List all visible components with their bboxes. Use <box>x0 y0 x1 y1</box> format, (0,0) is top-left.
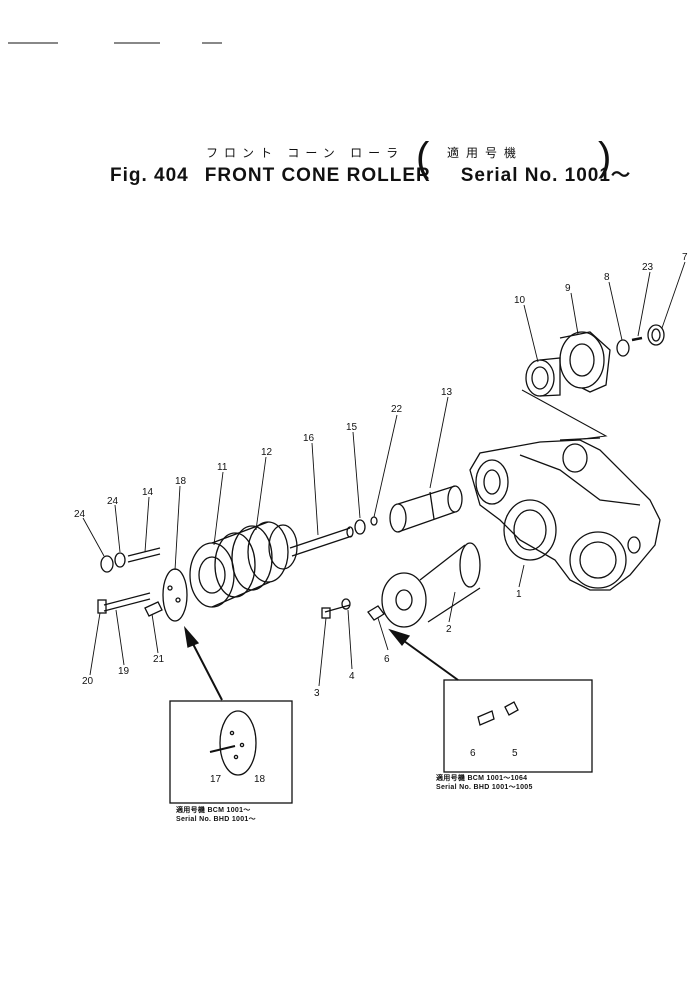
seal-part-9 <box>559 331 611 393</box>
bolt-part-19 <box>97 592 151 614</box>
callout-8: 8 <box>604 272 610 283</box>
callout-13: 13 <box>441 387 453 398</box>
snap-ring-part-7 <box>647 324 665 346</box>
leader-line-housing <box>521 389 608 441</box>
callout-23: 23 <box>642 262 654 273</box>
callout-3: 3 <box>314 688 320 699</box>
title-japanese: フロント コーン ローラ <box>206 146 405 160</box>
inset-box-left <box>169 700 293 804</box>
callout-1: 1 <box>516 589 522 600</box>
oring-part-8 <box>616 339 630 357</box>
nut-part-24b <box>100 555 114 573</box>
pin-part-22 <box>370 516 378 526</box>
inset-fittings <box>477 701 519 726</box>
sleeve-part-13 <box>389 485 463 533</box>
callout-5-inset: 5 <box>512 748 518 759</box>
arrow-left <box>184 625 223 701</box>
fig-number: Fig. 404 <box>110 165 189 186</box>
inset-right-note: 適用号機 BCM 1001～1064 Serial No. BHD 1001～1… <box>436 774 533 792</box>
inset-right-note-line1: 適用号機 BCM 1001～1064 <box>436 775 528 782</box>
callout-19: 19 <box>118 666 130 677</box>
callout-numbers: 1 2 3 4 5 6 6 7 8 9 10 11 12 13 14 15 16… <box>74 252 688 785</box>
inset-left-note-line2: Serial No. BHD 1001～ <box>176 816 256 823</box>
nut-part-24a <box>114 552 126 568</box>
plate-part-18 <box>162 568 188 622</box>
callout-18-inset: 18 <box>254 774 266 785</box>
callout-6: 6 <box>384 654 390 665</box>
callout-2: 2 <box>446 624 452 635</box>
fitting-part-6 <box>367 605 385 621</box>
inset-right-note-line2: Serial No. BHD 1001～1005 <box>436 784 533 791</box>
callout-12: 12 <box>261 447 273 458</box>
callout-18: 18 <box>175 476 187 487</box>
callout-14: 14 <box>142 487 154 498</box>
callout-24a: 24 <box>107 496 119 507</box>
callout-10: 10 <box>514 295 526 306</box>
cone-roller-part-12 <box>189 521 298 608</box>
inset-plate-part-18 <box>209 710 257 776</box>
pin-part-23 <box>631 336 643 342</box>
hub-part-2 <box>381 542 481 628</box>
leader-lines <box>82 261 686 687</box>
part-name: FRONT CONE ROLLER <box>204 165 431 186</box>
callout-20: 20 <box>82 676 94 687</box>
callout-9: 9 <box>565 283 571 294</box>
callout-17: 17 <box>210 774 222 785</box>
stud-part-14 <box>127 547 161 563</box>
inset-left-note-line1: 適用号機 BCM 1001～ <box>176 807 251 814</box>
callout-22: 22 <box>391 404 403 415</box>
figure-title: Fig. 404 FRONT CONE ROLLER Serial No. 1001… <box>110 160 631 187</box>
ring-part-10 <box>525 357 561 397</box>
housing-part-1 <box>469 437 661 591</box>
arrow-right <box>388 628 459 681</box>
paren-open: ( <box>416 135 430 179</box>
callout-21: 21 <box>153 654 165 665</box>
paren-close: ) <box>598 135 612 179</box>
serial-range: Serial No. 1001～ <box>460 165 631 186</box>
inset-left-note: 適用号機 BCM 1001～ Serial No. BHD 1001～ <box>176 806 256 824</box>
bolt-part-3 <box>321 598 351 619</box>
callout-6-inset: 6 <box>470 748 476 759</box>
callout-16: 16 <box>303 433 315 444</box>
callout-15: 15 <box>346 422 358 433</box>
nut-part-15 <box>354 519 366 535</box>
serial-japanese: 適用号機 <box>447 146 524 160</box>
callout-4: 4 <box>349 671 355 682</box>
callout-24b: 24 <box>74 509 86 520</box>
inset-box-right <box>443 679 593 773</box>
shaft-part-16 <box>289 526 354 557</box>
callout-7: 7 <box>682 252 688 263</box>
callout-11: 11 <box>217 462 228 473</box>
fitting-part-21 <box>144 601 163 617</box>
